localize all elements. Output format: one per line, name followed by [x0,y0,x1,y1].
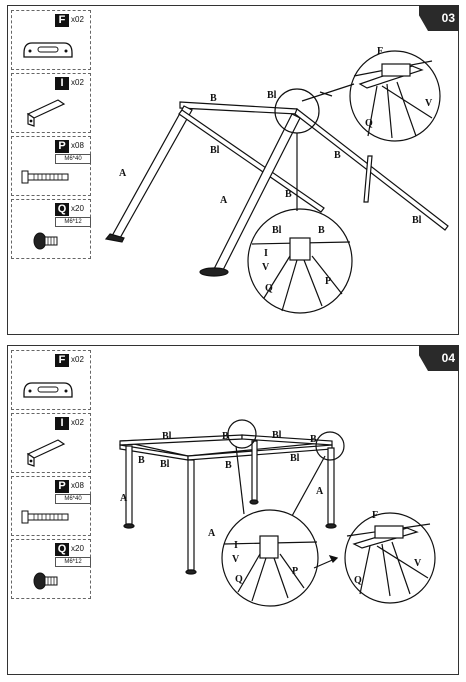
step-panel-03: 03 F x02 I x02 P x08 M6*40 [7,5,459,335]
part-qty: x02 [71,418,84,427]
part-p: P x08 M6*40 [11,476,91,536]
label-b: B [318,225,325,236]
step-panel-04: 04 F x02 I x02 P x08 M6*40 [7,345,459,675]
part-spec: M6*40 [55,154,91,164]
label-b1: Bl [272,225,282,236]
label-f: F [372,510,378,521]
part-q: Q x20 M6*12 [11,539,91,599]
label-f: F [377,46,383,57]
step-number: 03 [441,11,455,25]
bracket-f-icon [23,382,73,398]
label-b1: Bl [210,145,220,156]
label-b: B [334,150,341,161]
label-b1: Bl [290,453,300,464]
label-a: A [119,168,127,179]
label-p: P [325,276,331,287]
part-letter: Q [55,203,69,216]
label-a: A [220,195,228,206]
label-b: B [210,93,217,104]
part-qty: x20 [71,544,84,553]
label-v: V [425,98,433,109]
label-b: B [225,460,232,471]
label-a: A [208,528,216,539]
label-q: Q [365,118,373,129]
label-v: V [262,262,270,273]
part-qty: x20 [71,204,84,213]
label-a: A [316,486,324,497]
long-bolt-icon [21,170,69,184]
label-q: Q [265,283,273,294]
part-letter: I [55,77,69,90]
bracket-i-icon [26,99,66,127]
part-letter: P [55,480,69,493]
label-p: P [292,566,298,577]
part-letter: Q [55,543,69,556]
label-b1: Bl [412,215,422,226]
long-bolt-icon [21,510,69,524]
part-qty: x02 [71,78,84,87]
part-letter: F [55,14,69,27]
part-qty: x02 [71,15,84,24]
assembly-diagram-04: Bl B Bl B B Bl B Bl A A A I V Q P F V Q [119,419,436,607]
label-b: B [222,431,229,442]
part-spec: M6*12 [55,557,91,567]
short-bolt-icon [33,232,58,250]
part-qty: x08 [71,481,84,490]
label-v: V [414,558,422,569]
short-bolt-icon [33,572,58,590]
label-q: Q [354,575,362,586]
part-f: F x02 [11,10,91,70]
part-f: F x02 [11,350,91,410]
label-a: A [120,493,128,504]
label-i: I [264,248,268,259]
parts-list: F x02 I x02 P x08 M6*40 [11,10,91,262]
bracket-i-icon [26,439,66,467]
part-letter: P [55,140,69,153]
part-spec: M6*40 [55,494,91,504]
part-letter: F [55,354,69,367]
part-letter: I [55,417,69,430]
label-i: I [234,540,238,551]
label-b1: Bl [162,431,172,442]
label-b1: Bl [272,430,282,441]
part-i: I x02 [11,413,91,473]
part-qty: x08 [71,141,84,150]
label-b1: Bl [267,90,277,101]
part-qty: x02 [71,355,84,364]
parts-list: F x02 I x02 P x08 M6*40 [11,350,91,602]
assembly-diagram-03: B Bl Bl A A B B Bl F V Q Bl B I V Q P [104,46,449,314]
bracket-f-icon [23,42,73,58]
label-q: Q [235,574,243,585]
step-number: 04 [441,351,455,365]
part-q: Q x20 M6*12 [11,199,91,259]
label-v: V [232,554,240,565]
part-i: I x02 [11,73,91,133]
part-p: P x08 M6*40 [11,136,91,196]
label-b: B [285,189,292,200]
part-spec: M6*12 [55,217,91,227]
label-b1: Bl [160,459,170,470]
label-b: B [138,455,145,466]
label-b: B [310,434,317,445]
